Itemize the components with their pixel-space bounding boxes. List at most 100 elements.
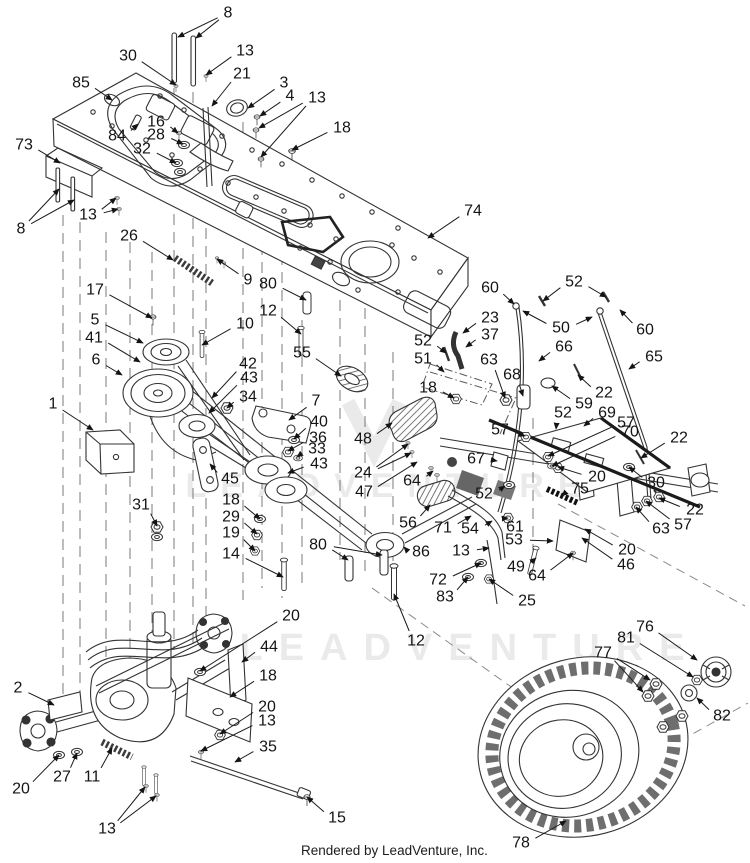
part-label-34: 34 [239,389,257,406]
part-label-55: 55 [293,345,311,362]
leader-line-60 [619,309,633,324]
leader-line-13 [103,207,119,214]
leader-line-27 [70,752,78,768]
part-label-13: 13 [98,821,116,838]
part-label-20: 20 [12,781,30,798]
part-label-18: 18 [222,492,240,509]
leader-line-18 [244,505,261,520]
leader-line-71 [457,515,472,525]
leader-line-47 [377,461,418,488]
leader-line-74 [427,216,460,239]
part-label-45: 45 [221,471,239,488]
part-label-36: 36 [309,430,327,447]
leader-line-2 [28,692,55,706]
part-label-30: 30 [119,48,137,65]
part-label-83: 83 [436,589,454,606]
part-label-2: 2 [14,680,23,697]
leader-line-13 [119,795,157,824]
part-label-65: 65 [645,349,663,366]
leader-line-76 [658,632,698,661]
leader-line-50 [522,310,547,324]
leader-line-29 [244,522,258,535]
leader-line-17 [109,294,153,319]
leader-line-22 [658,497,680,507]
part-label-82: 82 [713,708,731,725]
leader-line-13 [200,725,253,752]
part-label-85: 85 [72,75,90,92]
part-label-24: 24 [354,465,372,482]
leader-line-30 [628,466,643,478]
leader-line-20 [199,621,278,672]
frame-holes [90,93,443,295]
part-label-73: 73 [15,137,33,154]
leader-line-57 [547,426,612,457]
part-label-40: 40 [310,414,328,431]
leader-line-18 [291,131,328,151]
part-label-63: 63 [652,521,670,538]
part-label-66: 66 [555,339,573,356]
part-label-75: 75 [571,481,589,498]
leader-line-36 [287,441,304,452]
part-label-13: 13 [258,713,276,730]
part-label-41: 41 [85,330,103,347]
leader-line-68 [518,384,524,397]
leader-line-7 [288,406,307,421]
part-label-22: 22 [595,385,613,402]
part-label-8: 8 [17,221,26,238]
leader-line-12 [393,593,410,632]
part-label-86: 86 [412,544,430,561]
leader-line-59 [551,385,571,400]
leader-line-26 [142,240,174,261]
control-linkage [388,291,719,605]
leader-line-18 [229,680,255,698]
part-label-59: 59 [575,396,593,413]
leader-line-55 [315,358,342,377]
part-label-31: 31 [132,497,150,514]
leader-line-80 [333,546,383,557]
leader-line-30 [141,61,177,86]
part-label-28: 28 [147,127,165,144]
part-label-61: 61 [506,519,524,536]
leader-line-57 [515,431,526,437]
leader-line-43 [208,384,238,414]
part-label-69: 69 [598,405,616,422]
leader-line-70 [551,435,616,467]
leader-line-80 [332,549,349,561]
leader-line-34 [226,401,235,409]
leader-line-24 [377,452,412,470]
leader-line-78 [535,820,567,839]
part-label-18: 18 [259,668,277,685]
frame-assembly [45,32,469,339]
part-label-68: 68 [503,367,521,384]
leader-line-57 [645,500,670,520]
part-label-11: 11 [84,769,101,786]
part-label-9: 9 [244,272,253,289]
leader-line-3 [247,88,275,109]
part-label-4: 4 [286,88,295,105]
leader-line-52 [588,286,607,298]
part-label-42: 42 [239,356,257,373]
leader-line-18 [442,391,455,399]
part-label-26: 26 [120,228,138,245]
leader-line-13 [258,102,304,129]
leader-line-52 [498,485,506,492]
leader-line-66 [538,352,551,362]
part-label-60: 60 [636,322,654,339]
part-label-48: 48 [354,431,372,448]
leader-line-42 [211,371,237,399]
part-label-72: 72 [429,572,447,589]
leader-line-44 [241,651,256,663]
part-label-25: 25 [518,593,536,610]
part-label-33: 33 [308,441,326,458]
leader-line-63 [635,506,650,523]
leader-line-53 [529,537,554,544]
part-label-20: 20 [282,608,300,625]
leader-line-13 [205,56,232,76]
leader-line-60 [502,293,515,305]
leader-line-37 [465,339,476,348]
part-label-57: 57 [617,415,635,432]
leader-line-8 [195,19,220,39]
part-label-44: 44 [260,639,278,656]
leader-line-8 [177,17,218,38]
part-label-43: 43 [240,370,258,387]
